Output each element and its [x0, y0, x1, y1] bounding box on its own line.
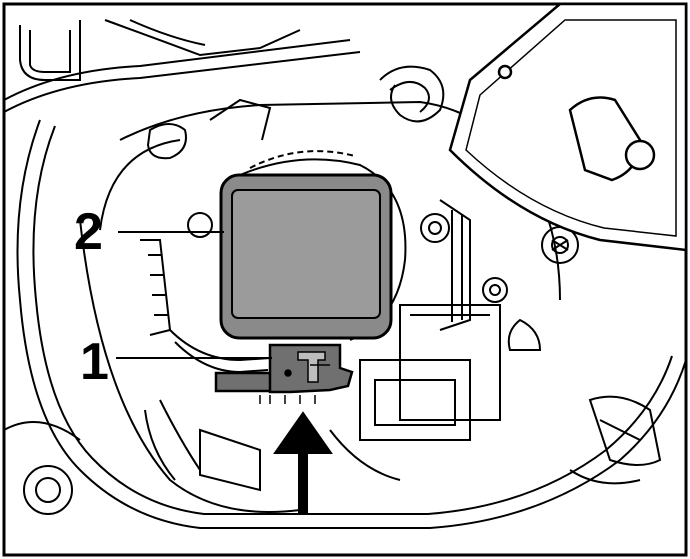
- leader-lines: [116, 231, 272, 359]
- callout-1-label: 1: [80, 333, 109, 391]
- insertion-arrow: [273, 411, 333, 513]
- module-unit: [219, 173, 393, 340]
- connector-plug: [214, 343, 354, 404]
- callout-2-label: 2: [74, 203, 103, 261]
- cover-panel: [448, 2, 688, 252]
